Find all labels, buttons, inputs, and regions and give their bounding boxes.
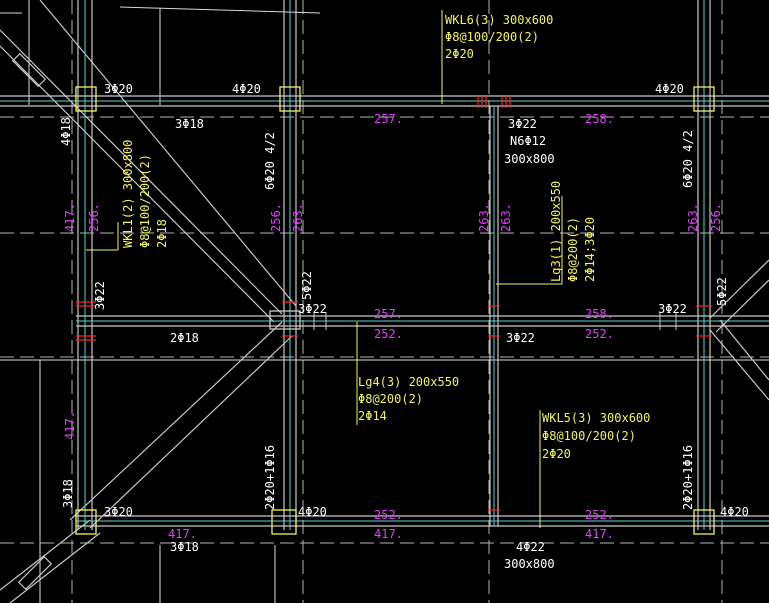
wkl5-name: WKL5(3) 300x600	[542, 411, 650, 425]
lg3-stirrup: Φ8@200(2)	[566, 217, 580, 282]
rebar-label: 4Φ20	[298, 505, 327, 519]
diagonal-brace	[9, 532, 101, 603]
rebar-label: 3Φ22	[506, 331, 535, 345]
section-label: 300x800	[504, 152, 555, 166]
column	[693, 86, 715, 112]
dimension-label: 252.	[374, 327, 403, 341]
dimension-label: 263.	[291, 203, 305, 232]
rebar-label: 4Φ20	[720, 505, 749, 519]
dimension-label: 257.	[374, 112, 403, 126]
lg3-top-rebar: 2Φ14;3Φ20	[583, 217, 597, 282]
dimension-label: 263.	[686, 203, 700, 232]
wkl1-name: WKL1(2) 300x800	[121, 140, 135, 248]
dimension-label: 417.	[63, 203, 77, 232]
rebar-label: 3Φ18	[61, 479, 75, 508]
ref-line	[119, 6, 321, 14]
dimension-label: 252.	[585, 508, 614, 522]
rebar-marks	[76, 96, 712, 511]
leader-lines	[86, 10, 563, 528]
rebar-label: 5Φ22	[715, 277, 729, 306]
diagonal-brace	[709, 259, 769, 319]
rebar-label: 4Φ20	[655, 82, 684, 96]
dimension-label: 417.	[63, 411, 77, 440]
lg3-name: Lg3(1) 200x550	[549, 181, 563, 282]
dimension-label: 252.	[374, 508, 403, 522]
dimension-label: 417.	[168, 527, 197, 541]
brace-connector	[17, 555, 53, 591]
dimension-label: 258.	[585, 307, 614, 321]
rebar-label: 5Φ22	[300, 271, 314, 300]
brace-connector	[11, 52, 47, 88]
beam-ticks	[313, 312, 677, 330]
column	[271, 509, 297, 535]
rebar-label: N6Φ12	[510, 134, 546, 148]
rebar-label: 3Φ18	[170, 540, 199, 554]
rebar-label: 3Φ20	[104, 505, 133, 519]
dimension-label: 263.	[477, 203, 491, 232]
dimension-label: 256.	[87, 203, 101, 232]
annotations: WKL6(3) 300x600 Φ8@100/200(2) 2Φ20 3Φ20 …	[59, 13, 749, 571]
diagonal-brace	[89, 335, 293, 529]
lg4-stirrup: Φ8@200(2)	[358, 392, 423, 406]
diagonal-brace	[719, 319, 769, 381]
rebar-label: 2Φ20+1Φ16	[263, 445, 277, 510]
rebar-label: 3Φ18	[175, 117, 204, 131]
rebar-label: 2Φ18	[170, 331, 199, 345]
dimension-label: 417.	[585, 527, 614, 541]
wkl6-top-rebar: 2Φ20	[445, 47, 474, 61]
dimension-label: 252.	[585, 327, 614, 341]
rebar-label: 3Φ22	[298, 302, 327, 316]
lg4-name: Lg4(3) 200x550	[358, 375, 459, 389]
cyan-inner-lines	[0, 0, 769, 530]
rebar-label: 6Φ20 4/2	[681, 130, 695, 188]
dimension-label: 417.	[374, 527, 403, 541]
diagonal-brace	[709, 329, 769, 401]
wkl6-name: WKL6(3) 300x600	[445, 13, 553, 27]
columns	[75, 86, 715, 535]
diagonal-brace	[715, 279, 769, 333]
rebar-label: 4Φ18	[59, 117, 73, 146]
beams	[0, 0, 769, 530]
diagonal-brace	[0, 29, 283, 315]
diagonal-brace	[39, 0, 297, 307]
column	[693, 509, 715, 535]
lg4-top-rebar: 2Φ14	[358, 409, 387, 423]
wkl5-top-rebar: 2Φ20	[542, 447, 571, 461]
dimension-label: 258.	[585, 112, 614, 126]
column	[75, 509, 97, 535]
wkl6-stirrup: Φ8@100/200(2)	[445, 30, 539, 44]
rebar-label: 4Φ20	[232, 82, 261, 96]
rebar-label: 6Φ20 4/2	[263, 132, 277, 190]
wkl1-top-rebar: 2Φ18	[155, 219, 169, 248]
rebar-label: 4Φ22	[516, 540, 545, 554]
section-label: 300x800	[504, 557, 555, 571]
diagonal-brace	[69, 321, 283, 521]
rebar-label: 3Φ22	[658, 302, 687, 316]
rebar-label: 2Φ20+1Φ16	[681, 445, 695, 510]
dimension-label: 263.	[499, 203, 513, 232]
dimension-label: 257.	[374, 307, 403, 321]
diagonal-brace	[0, 519, 91, 591]
wkl1-stirrup: Φ8@100/200(2)	[138, 154, 152, 248]
diagonal-brace	[0, 45, 275, 323]
wkl5-stirrup: Φ8@100/200(2)	[542, 429, 636, 443]
column	[75, 86, 97, 112]
column	[269, 310, 301, 330]
column	[279, 86, 301, 112]
rebar-label: 3Φ20	[104, 82, 133, 96]
rebar-label: 3Φ22	[508, 117, 537, 131]
dimension-label: 256.	[709, 203, 723, 232]
dimension-label: 256.	[269, 203, 283, 232]
rebar-label: 3Φ22	[93, 281, 107, 310]
